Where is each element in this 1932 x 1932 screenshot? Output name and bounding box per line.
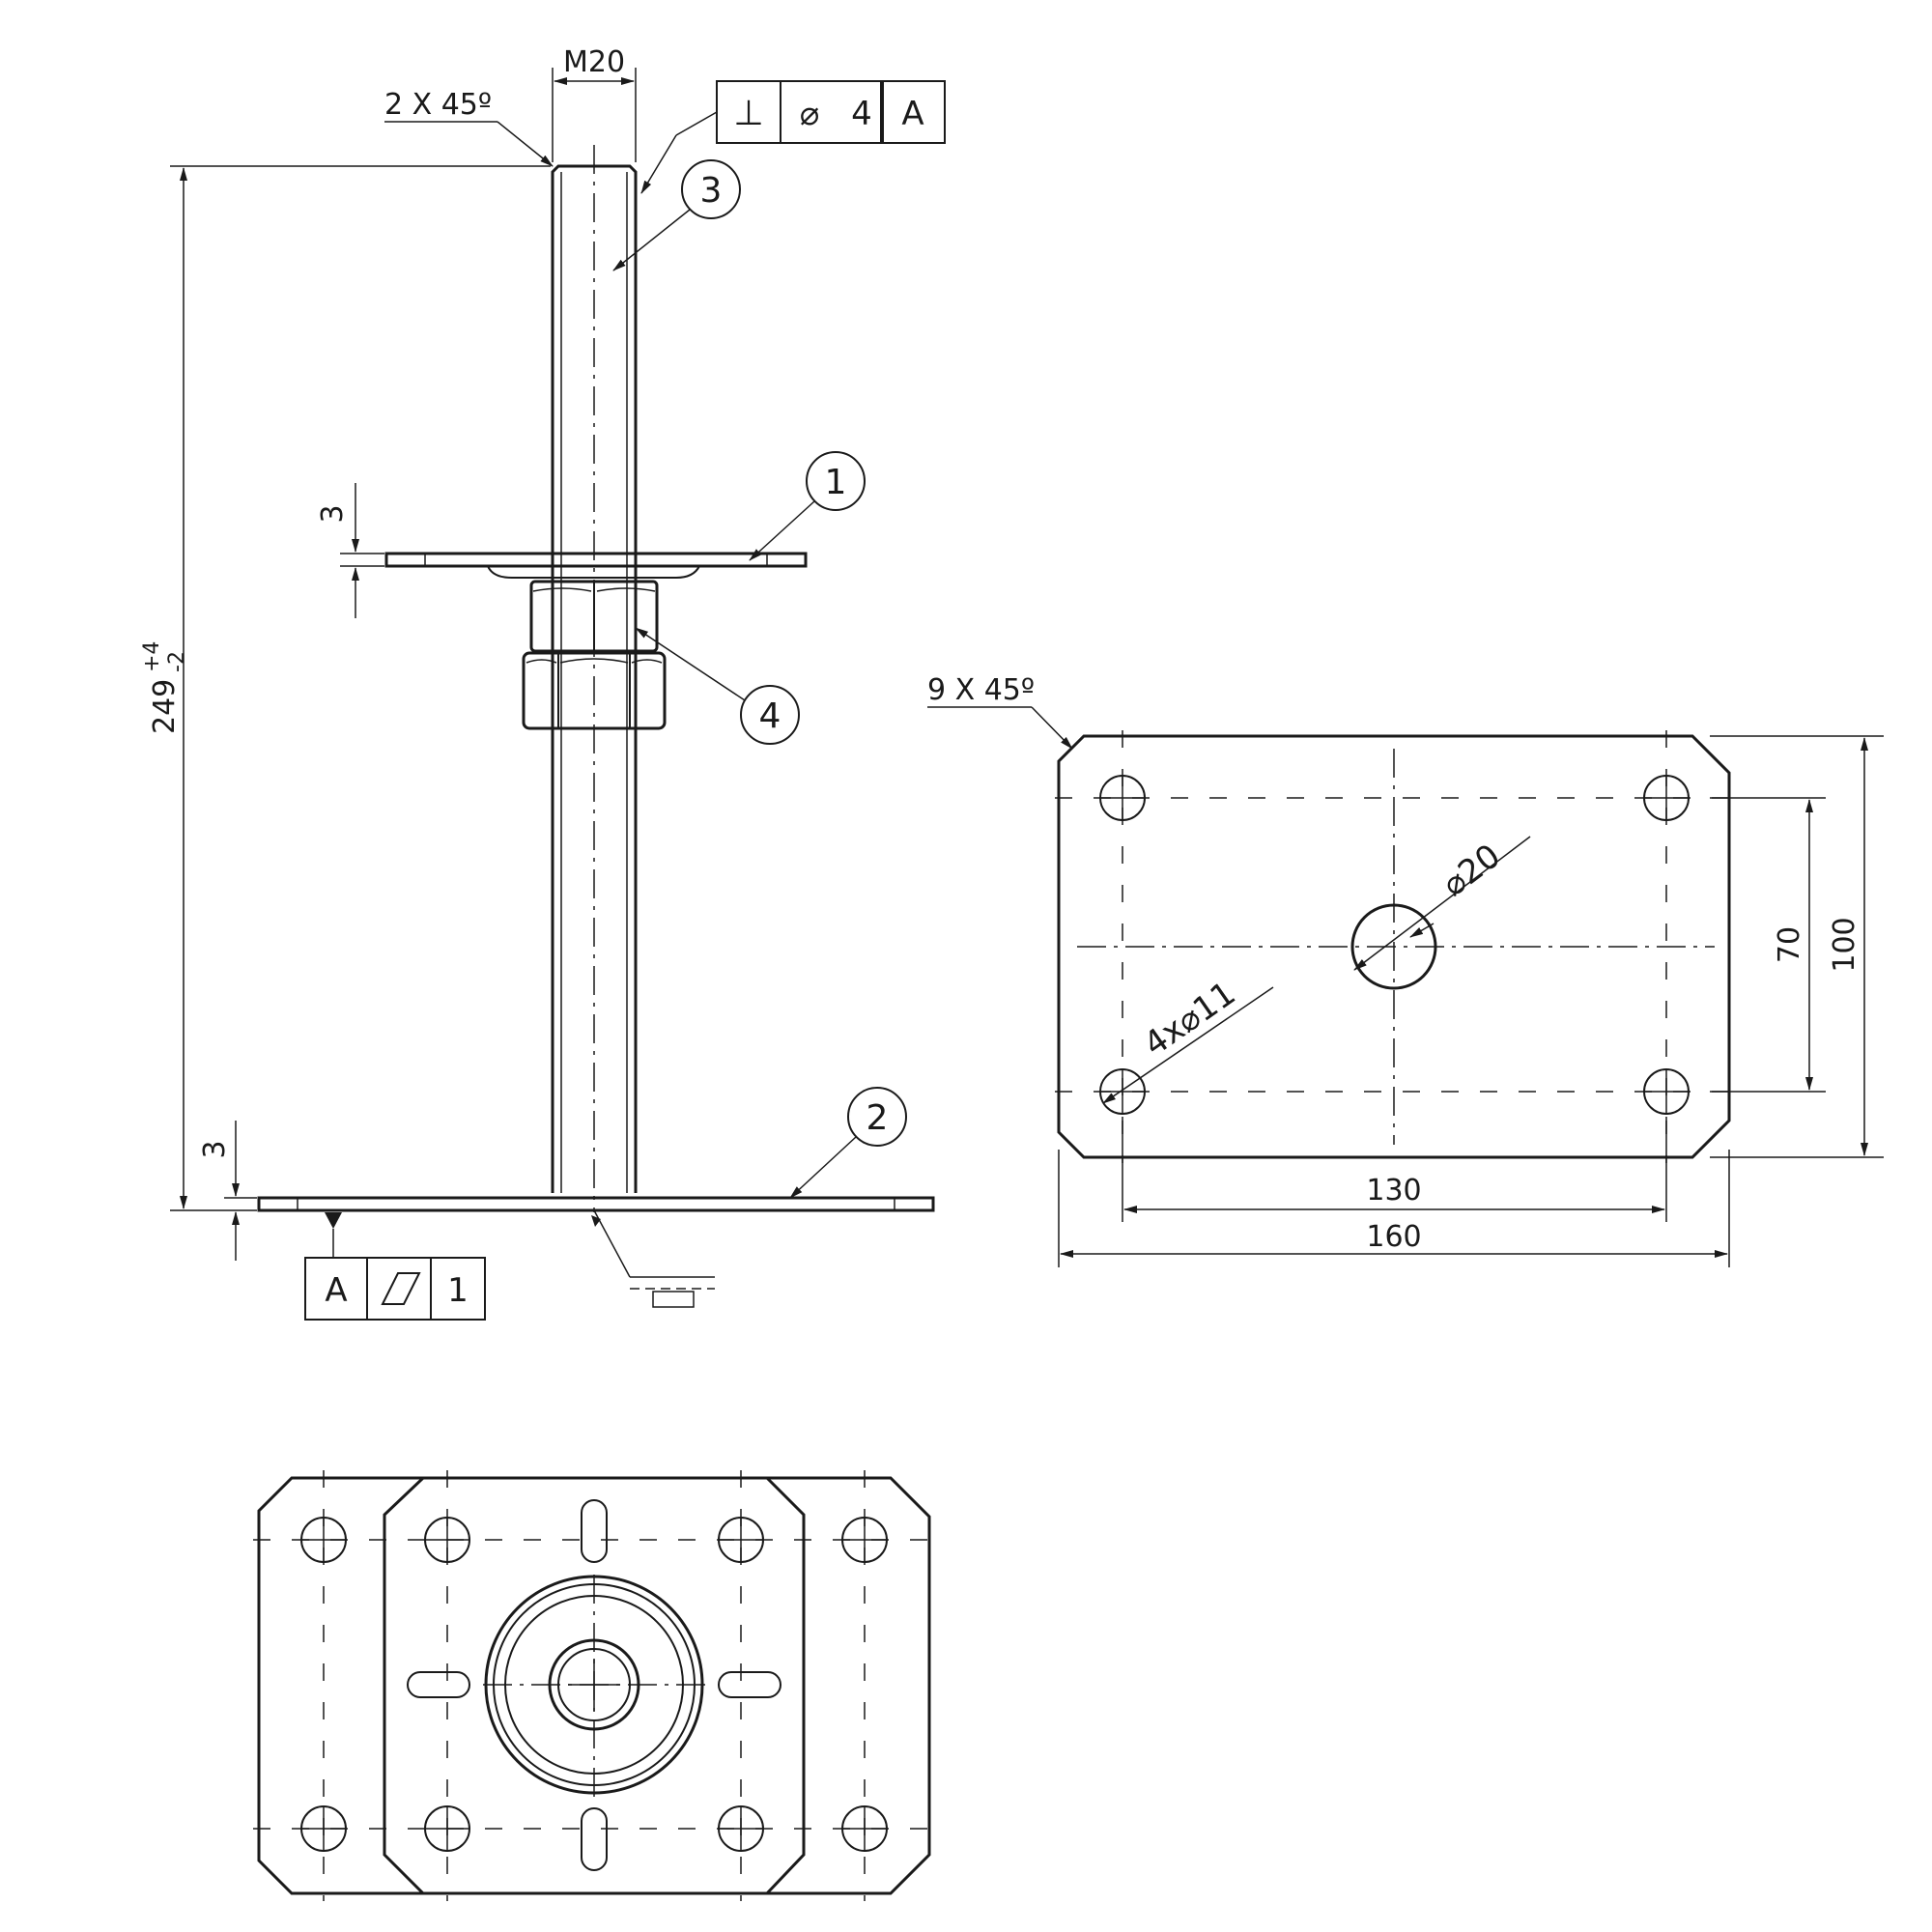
top-view-hole-6 xyxy=(424,1805,470,1852)
base-plate-thickness-label: 3 xyxy=(198,1140,232,1158)
threaded-rod xyxy=(551,145,638,1212)
balloon-4: 4 xyxy=(635,627,800,745)
svg-text:3: 3 xyxy=(700,171,723,211)
corner-hole-tr xyxy=(1643,775,1690,821)
flatness-symbol-icon xyxy=(381,1272,421,1305)
top-plate-thickness-label: 3 xyxy=(316,504,350,523)
top-view-hole-5 xyxy=(300,1805,347,1852)
center-hole xyxy=(1350,903,1437,990)
top-view-hole-8 xyxy=(841,1805,888,1852)
top-view-top-plate xyxy=(383,1476,806,1895)
top-view-hole-2 xyxy=(424,1517,470,1563)
thread-dimension: M20 xyxy=(552,45,637,162)
hex-nut-lower xyxy=(522,651,667,730)
hole-spacing-vertical-dimension: 70 xyxy=(1710,797,1826,1093)
slot-right xyxy=(718,1671,781,1698)
height-tol-lower: -2 xyxy=(165,651,189,672)
top-chamfer-label: 2 X 45º xyxy=(384,88,492,122)
height-value: 249 xyxy=(148,679,182,734)
rod-and-nut-rings xyxy=(484,1575,704,1795)
base-plate xyxy=(257,1196,935,1212)
top-view-hole-7 xyxy=(718,1805,764,1852)
plate-height-dimension: 100 xyxy=(1710,735,1884,1158)
svg-text:4: 4 xyxy=(759,696,781,736)
base-plate-outline xyxy=(1057,734,1731,1159)
slot-left xyxy=(407,1671,470,1698)
plate-chamfer-callout: 9 X 45º xyxy=(927,673,1073,750)
flatness-datum: A xyxy=(325,1271,347,1310)
hole-spacing-horizontal-dimension: 130 xyxy=(1122,1121,1667,1222)
center-hole-dimension: ⌀20 xyxy=(1353,836,1531,971)
tolerance-diameter-symbol: ⌀ xyxy=(800,95,819,133)
thread-label: M20 xyxy=(563,45,625,79)
corner-holes-dimension: 4x⌀11 xyxy=(1102,974,1274,1104)
top-plate xyxy=(384,552,808,579)
top-view xyxy=(253,1470,935,1901)
hole-spacing-vertical-label: 70 xyxy=(1773,926,1806,963)
weld-symbol-icon xyxy=(591,1209,715,1308)
plate-height-label: 100 xyxy=(1828,917,1861,972)
flatness-frame: A 1 xyxy=(304,1212,486,1321)
plate-width-label: 160 xyxy=(1366,1220,1421,1254)
balloon-3: 3 xyxy=(612,159,741,271)
flatness-value: 1 xyxy=(447,1271,469,1310)
top-chamfer-callout: 2 X 45º xyxy=(384,88,554,167)
base-plate-thickness-dimension: 3 xyxy=(198,1121,257,1261)
plate-detail-view: 9 X 45º ⌀20 4x⌀11 70 100 xyxy=(927,673,1884,1267)
top-plate-thickness-dimension: 3 xyxy=(316,483,384,618)
top-view-hole-1 xyxy=(300,1517,347,1563)
top-view-hole-4 xyxy=(841,1517,888,1563)
front-view: M20 2 X 45º ⊥ ⌀ 4 A 249 xyxy=(140,45,946,1321)
corner-hole-bl xyxy=(1099,1068,1146,1115)
corner-hole-tl xyxy=(1099,775,1146,821)
perpendicularity-value: 4 xyxy=(851,95,872,133)
plate-chamfer-label: 9 X 45º xyxy=(927,673,1035,707)
height-tol-upper: +4 xyxy=(140,641,164,672)
perpendicularity-symbol: ⊥ xyxy=(733,94,763,133)
slot-bottom xyxy=(581,1807,608,1871)
balloon-1: 1 xyxy=(749,451,866,561)
perpendicularity-frame: ⊥ ⌀ 4 A xyxy=(640,80,946,194)
corner-hole-br xyxy=(1643,1068,1690,1115)
hex-nut-upper xyxy=(529,580,659,653)
plate-width-dimension: 160 xyxy=(1058,1150,1730,1267)
height-dimension: 249 +4 -2 xyxy=(140,165,551,1211)
top-view-base-plate xyxy=(257,1476,931,1895)
slot-top xyxy=(581,1499,608,1563)
hole-spacing-horizontal-label: 130 xyxy=(1366,1174,1421,1208)
perpendicularity-datum: A xyxy=(901,95,923,133)
svg-text:2: 2 xyxy=(867,1098,889,1138)
top-view-hole-3 xyxy=(718,1517,764,1563)
svg-text:1: 1 xyxy=(825,463,847,502)
balloon-2: 2 xyxy=(789,1087,907,1199)
center-hole-label: ⌀20 xyxy=(1435,837,1508,904)
